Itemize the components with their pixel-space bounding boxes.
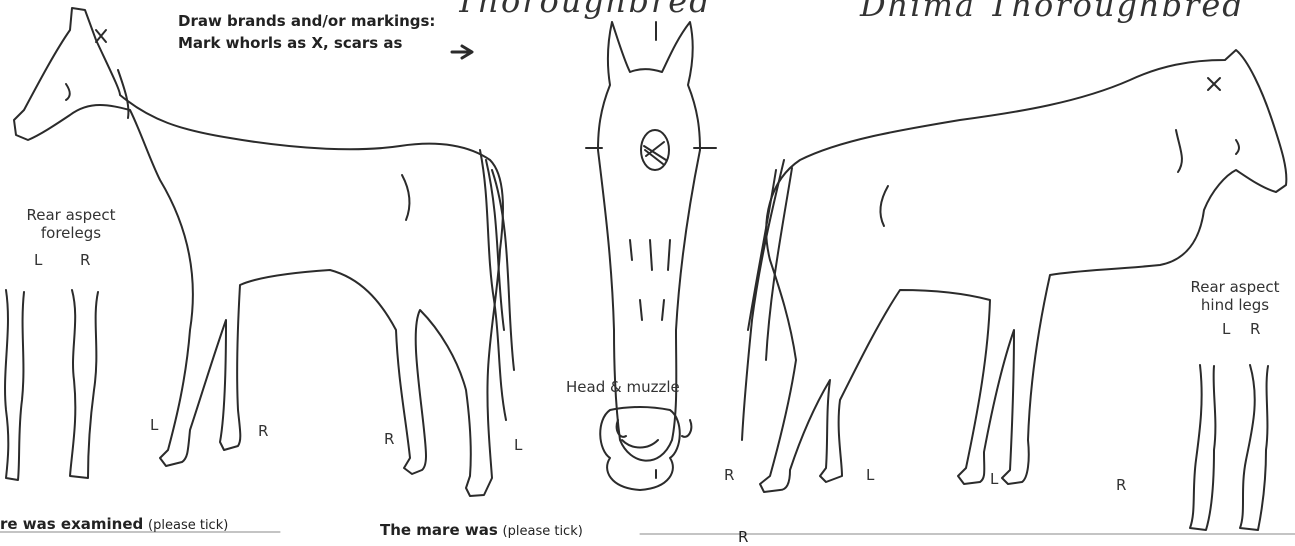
examined-question-bold: re was examined bbox=[0, 515, 143, 533]
scar-arrow-icon bbox=[452, 46, 472, 58]
rear-forelegs-label-line1: Rear aspect bbox=[6, 206, 136, 224]
mare-question-bold: The mare was bbox=[380, 521, 498, 539]
left-horse-hind-right-label: R bbox=[384, 430, 394, 448]
left-horse-front-right-label: R bbox=[258, 422, 268, 440]
head-front-outline bbox=[586, 22, 716, 478]
left-horse-front-left-label: L bbox=[150, 416, 158, 434]
rear-hindlegs-right-label: R bbox=[1250, 320, 1260, 338]
rear-forelegs-left-label: L bbox=[34, 251, 42, 269]
right-horse-outline bbox=[742, 50, 1286, 492]
footer-cut-text: R bbox=[738, 528, 748, 546]
right-horse-front-right-label: R bbox=[1116, 476, 1126, 494]
rear-hindlegs-left-label: L bbox=[1222, 320, 1230, 338]
handwritten-breed-center: Thoroughbred bbox=[455, 0, 712, 20]
mare-question-note: (please tick) bbox=[503, 524, 583, 539]
examined-question: re was examined (please tick) bbox=[0, 515, 228, 533]
examined-question-note: (please tick) bbox=[148, 518, 228, 533]
rear-forelegs-outline bbox=[5, 290, 98, 480]
rear-hindlegs-label-line1: Rear aspect bbox=[1180, 278, 1290, 296]
rear-forelegs-label: Rear aspect forelegs bbox=[6, 206, 136, 242]
rear-forelegs-label-line2: forelegs bbox=[6, 224, 136, 242]
instruction-line-1: Draw brands and/or markings: bbox=[178, 10, 435, 32]
rear-hindlegs-label-line2: hind legs bbox=[1180, 296, 1290, 314]
right-horse-hind-left-label: L bbox=[866, 466, 874, 484]
right-horse-front-left-label: L bbox=[990, 470, 998, 488]
rear-hindlegs-label: Rear aspect hind legs bbox=[1180, 278, 1290, 314]
instruction-line-2: Mark whorls as X, scars as bbox=[178, 32, 402, 54]
handwritten-breed-right: Dhima Thoroughbred bbox=[860, 0, 1245, 24]
mare-question: The mare was (please tick) bbox=[380, 521, 583, 539]
left-horse-hind-left-label: L bbox=[514, 436, 522, 454]
rear-forelegs-right-label: R bbox=[80, 251, 90, 269]
head-muzzle-label: Head & muzzle bbox=[566, 378, 680, 396]
right-horse-hind-right-label: R bbox=[724, 466, 734, 484]
rear-hindlegs-outline bbox=[1190, 365, 1268, 530]
